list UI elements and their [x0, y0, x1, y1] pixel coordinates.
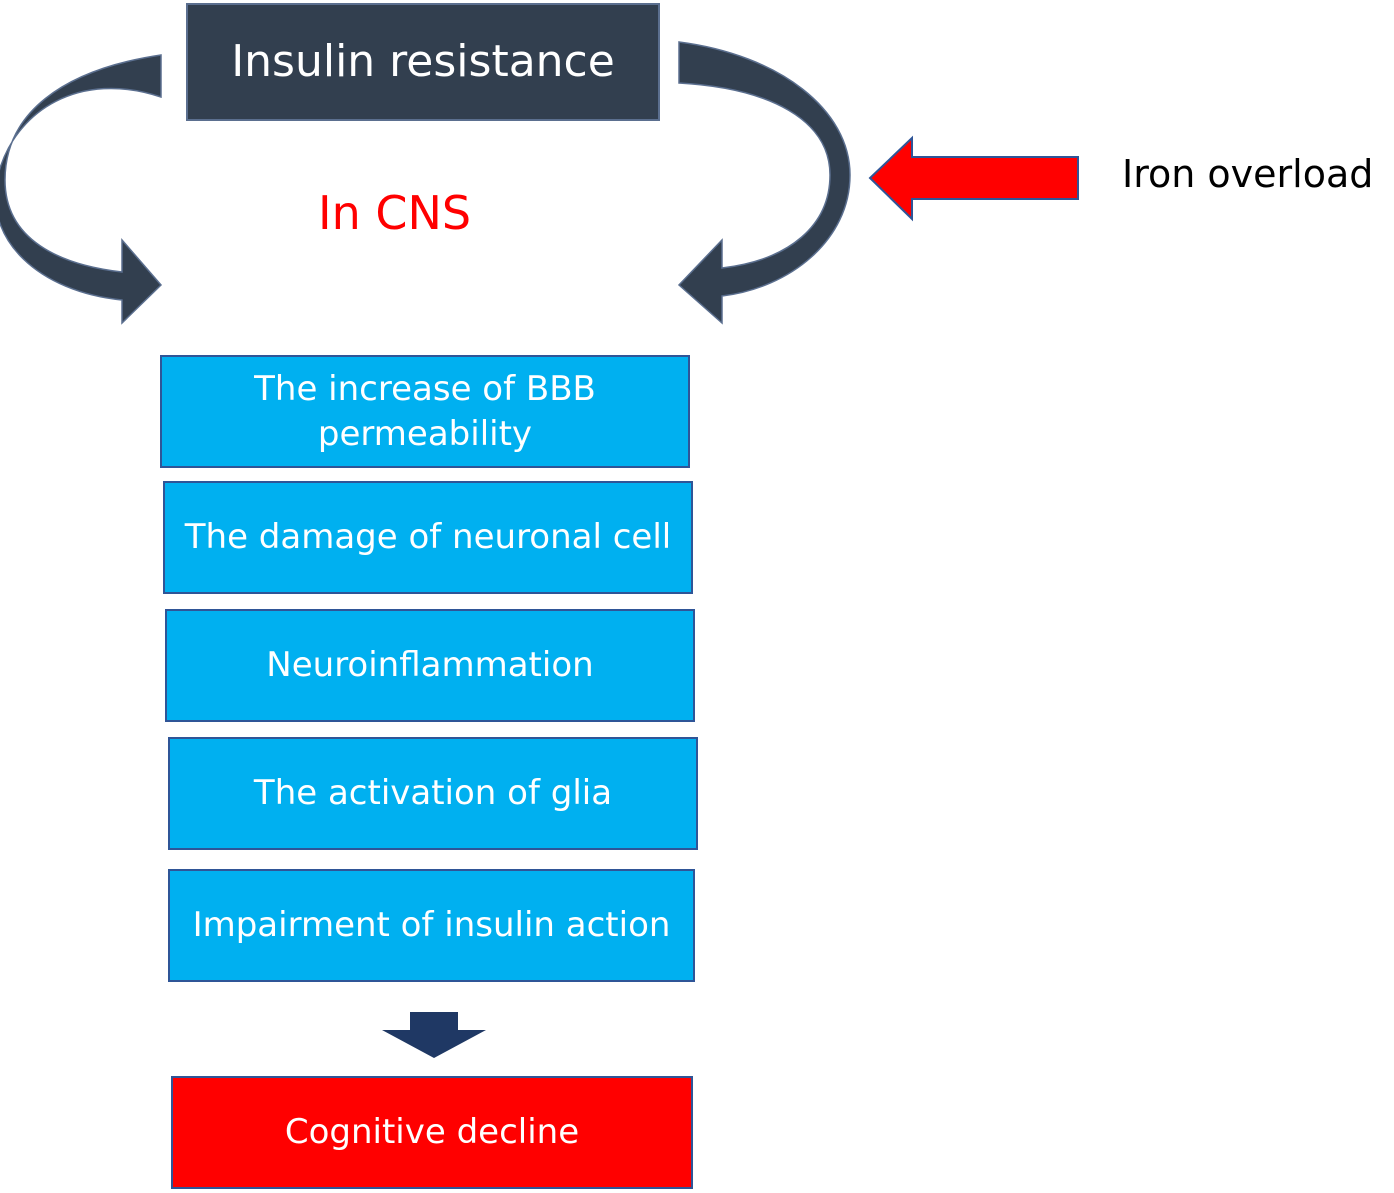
- step-insulin-action-impairment: Impairment of insulin action: [168, 869, 695, 982]
- insulin-resistance-label: Insulin resistance: [231, 36, 615, 88]
- left-curved-arrow: [0, 54, 163, 325]
- iron-overload-label: Iron overload: [1122, 152, 1374, 196]
- cognitive-decline-box: Cognitive decline: [171, 1076, 693, 1189]
- step-neuroinflammation: Neuroinflammation: [165, 609, 695, 722]
- iron-overload-arrow: [868, 135, 1079, 222]
- step-label: The damage of neuronal cell: [184, 517, 672, 558]
- cns-label: In CNS: [318, 186, 472, 240]
- step-label: Neuroinflammation: [266, 645, 594, 686]
- down-arrow: [382, 1012, 486, 1058]
- step-label: The increase of BBB permeability: [254, 369, 596, 454]
- cognitive-decline-label: Cognitive decline: [284, 1112, 580, 1153]
- step-neuronal-damage: The damage of neuronal cell: [163, 481, 693, 594]
- step-label: Impairment of insulin action: [192, 905, 671, 946]
- step-label: The activation of glia: [253, 773, 613, 814]
- right-curved-arrow: [677, 41, 851, 325]
- step-bbb-permeability: The increase of BBB permeability: [160, 355, 690, 468]
- step-glia-activation: The activation of glia: [168, 737, 698, 850]
- insulin-resistance-box: Insulin resistance: [186, 3, 660, 121]
